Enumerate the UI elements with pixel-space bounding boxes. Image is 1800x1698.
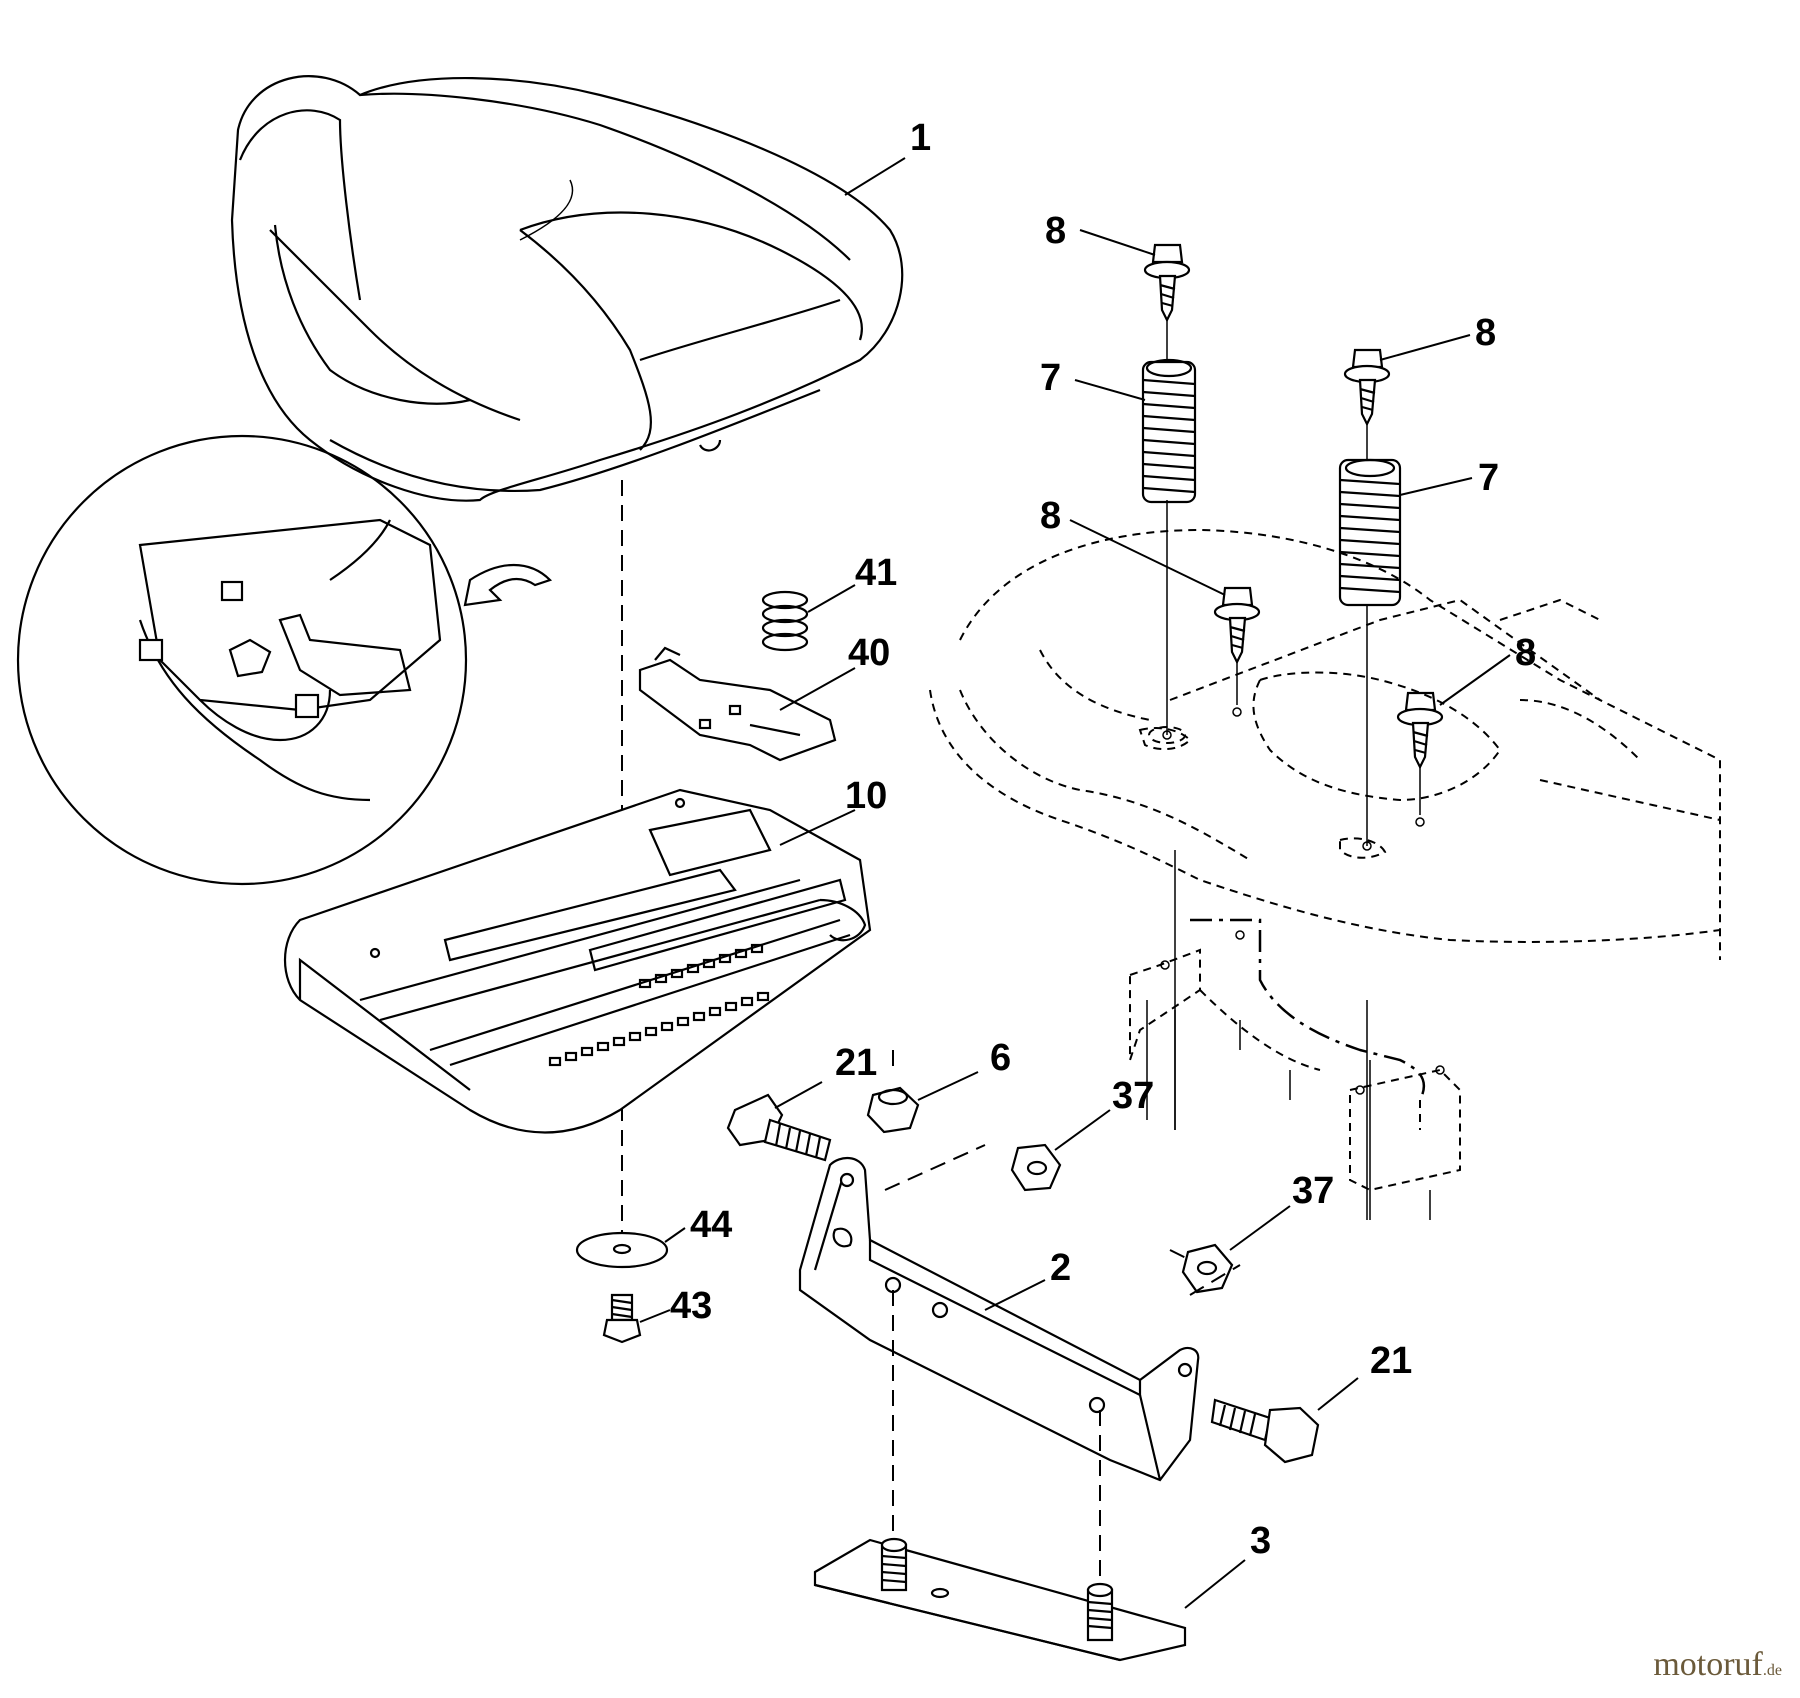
- callout-8: 8: [1515, 632, 1536, 674]
- callout-41: 41: [855, 552, 897, 594]
- nut-part-37-lower: [1181, 1243, 1234, 1294]
- bracket-part-2: [798, 1157, 1200, 1482]
- callout-2: 2: [1050, 1247, 1071, 1289]
- switch-bracket-part-40: [638, 646, 837, 762]
- nut-part-37-upper: [1010, 1143, 1062, 1192]
- seat-pan-part-10: [283, 788, 872, 1134]
- tractor-frame-phantom: [929, 500, 1721, 1220]
- detail-inset: [16, 434, 553, 886]
- bolt-part-8-middle: [1213, 586, 1261, 665]
- plate-part-3: [813, 1537, 1187, 1662]
- bolt-part-21-left: [726, 1093, 832, 1162]
- bolt-part-8-top-right: [1343, 348, 1391, 427]
- bolt-part-43: [602, 1293, 642, 1344]
- spring-part-41: [761, 590, 809, 652]
- callout-7: 7: [1478, 457, 1499, 499]
- callout-labels: 1 8 8 8 8 7 7 41 40 10 21 21 6 37 37 44 …: [670, 117, 1536, 1562]
- callout-8: 8: [1040, 495, 1061, 537]
- callout-37: 37: [1112, 1075, 1154, 1117]
- bolt-part-21-right: [1210, 1398, 1320, 1464]
- callout-21: 21: [835, 1042, 877, 1084]
- bolt-part-8-top-left: [1143, 243, 1191, 323]
- callout-6: 6: [990, 1037, 1011, 1079]
- spring-part-7-right: [1338, 458, 1402, 607]
- callout-1: 1: [910, 117, 931, 159]
- callout-44: 44: [690, 1204, 732, 1246]
- watermark-logo: motoruf.de: [1653, 1646, 1782, 1683]
- callout-21: 21: [1370, 1340, 1412, 1382]
- seat-pan-slots: [548, 943, 770, 1067]
- callout-leaders: [639, 157, 1511, 1609]
- callout-40: 40: [848, 632, 890, 674]
- washer-part-44: [575, 1231, 669, 1269]
- nut-part-6: [866, 1086, 920, 1134]
- spring-part-7-left: [1141, 358, 1197, 504]
- callout-8: 8: [1475, 312, 1496, 354]
- callout-3: 3: [1250, 1520, 1271, 1562]
- callout-43: 43: [670, 1285, 712, 1327]
- callout-37: 37: [1292, 1170, 1334, 1212]
- seat-part: [230, 75, 904, 502]
- callout-7: 7: [1040, 357, 1061, 399]
- callout-10: 10: [845, 775, 887, 817]
- bolt-part-8-lower-right: [1396, 691, 1444, 770]
- callout-8: 8: [1045, 210, 1066, 252]
